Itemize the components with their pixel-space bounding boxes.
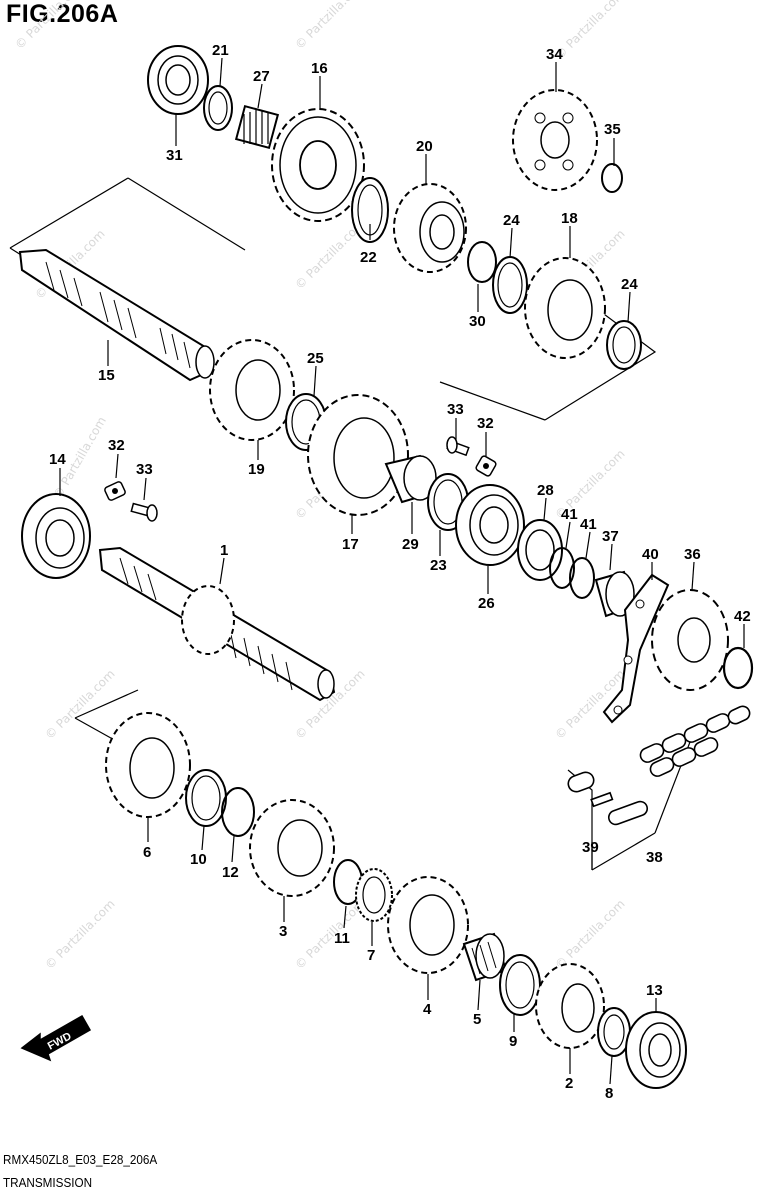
washer-9 [499,954,541,1016]
callout-6: 6 [143,844,151,861]
callout-39: 39 [582,839,599,856]
circlip-12 [221,787,255,837]
callout-26: 26 [478,595,495,612]
callout-32: 32 [477,415,494,432]
watermark: © Partzilla.com [12,0,87,52]
circlip-30 [467,241,497,283]
callout-1: 1 [220,542,228,559]
figure-title: FIG.206A [6,0,119,28]
driveshaft-1 [98,546,336,702]
callout-16: 16 [311,60,328,77]
bearing-31 [147,45,209,115]
callout-11: 11 [334,930,350,947]
washer-24-upper [492,256,528,314]
callout-38: 38 [646,849,663,866]
callout-23: 23 [430,557,447,574]
circlip-42 [722,646,754,690]
drive-chain-38 [639,705,751,777]
circlip-35 [601,163,623,193]
callout-24: 24 [621,276,638,293]
plate-32-upper [475,455,497,477]
gear-20 [393,183,467,273]
callout-10: 10 [190,851,207,868]
callout-28: 28 [537,482,554,499]
watermark: © Partzilla.com [292,897,367,972]
callout-22: 22 [360,249,377,266]
callout-32: 32 [108,437,125,454]
callout-34: 34 [546,46,563,63]
callout-41: 41 [580,516,597,533]
lock-washer-7 [355,868,393,922]
section-title: TRANSMISSION [3,1175,93,1190]
chain-joint-39 [567,771,649,826]
gear-6 [105,712,191,818]
bolt-33-lower [130,502,158,522]
needle-bearing-5 [462,932,508,982]
callout-5: 5 [473,1011,481,1028]
callout-27: 27 [253,68,270,85]
gear-4 [387,876,469,974]
washer-21 [203,85,233,131]
gear-3 [249,799,335,897]
o-ring-41-b [569,557,595,599]
callout-31: 31 [166,147,183,164]
callout-numbers: 21 27 16 34 35 31 20 22 24 18 24 30 15 2… [49,42,751,1102]
bearing-26 [455,484,525,566]
o-ring-41-a [549,547,575,589]
bearing-13 [625,1011,687,1089]
callout-8: 8 [605,1085,613,1102]
callout-24: 24 [503,212,520,229]
watermark: © Partzilla.com [552,897,627,972]
fwd-arrow-icon: FWD [20,1014,92,1062]
callout-42: 42 [734,608,751,625]
gear-17 [307,394,409,516]
callout-40: 40 [642,546,659,563]
callout-19: 19 [248,461,265,478]
callout-20: 20 [416,138,433,155]
gear-16 [271,108,365,222]
gear-34 [512,89,598,191]
washer-24-lower [606,320,642,370]
callout-14: 14 [49,451,66,468]
callout-4: 4 [423,1001,432,1018]
callout-12: 12 [222,864,239,881]
callout-2: 2 [565,1075,573,1092]
gear-2 [535,963,605,1049]
callout-13: 13 [646,982,663,999]
callout-30: 30 [469,313,486,330]
watermark: © Partzilla.com [42,897,117,972]
callout-35: 35 [604,121,621,138]
gear-19 [209,339,295,441]
callout-18: 18 [561,210,578,227]
callout-37: 37 [602,528,619,545]
callout-15: 15 [98,367,115,384]
chain-guide-40 [602,573,670,724]
callout-3: 3 [279,923,287,940]
needle-bearing-27 [234,104,280,150]
callout-21: 21 [212,42,229,59]
bearing-14 [21,493,91,579]
callout-25: 25 [307,350,324,367]
watermark: © Partzilla.com [292,0,367,52]
gear-18 [524,257,606,359]
callout-33: 33 [447,401,464,418]
callout-41: 41 [561,506,578,523]
bolt-33-upper [446,436,470,457]
callout-9: 9 [509,1033,517,1050]
callout-29: 29 [402,536,419,553]
callout-17: 17 [342,536,359,553]
plate-32-lower [104,481,126,501]
leader-lines [59,57,745,1085]
callout-33: 33 [136,461,153,478]
callout-7: 7 [367,947,375,964]
countershaft-15 [18,248,215,382]
watermark: © Partzilla.com [552,0,627,62]
figure-code: RMX450ZL8_E03_E28_206A [3,1152,158,1167]
washer-10 [185,769,227,827]
engine-sprocket-36 [651,589,729,691]
callout-36: 36 [684,546,701,563]
